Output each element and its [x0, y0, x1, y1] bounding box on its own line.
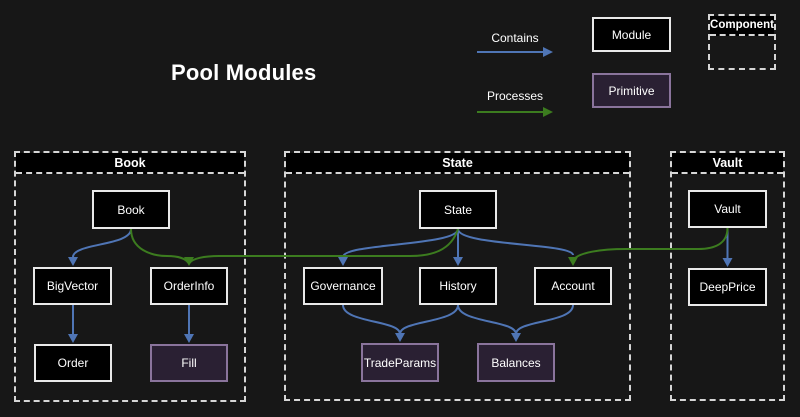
legend-processes-arrowhead-icon [543, 107, 553, 117]
node-governance: Governance [303, 267, 383, 305]
page-title: Pool Modules [171, 60, 317, 85]
node-order: Order [34, 344, 112, 382]
node-history: History [419, 267, 497, 305]
node-tradeparams: TradeParams [361, 343, 439, 382]
legend-contains-arrowhead-icon [543, 47, 553, 57]
node-orderinfo: OrderInfo [150, 267, 228, 305]
node-fill: Fill [150, 344, 228, 382]
container-state: State [284, 151, 631, 401]
node-bigvector: BigVector [33, 267, 112, 305]
legend-contains-label: Contains [491, 31, 539, 45]
node-book: Book [92, 190, 170, 229]
legend-primitive-box: Primitive [592, 73, 671, 108]
container-vault: Vault [670, 151, 785, 401]
node-deepprice: DeepPrice [688, 268, 767, 306]
container-book: Book [14, 151, 246, 402]
node-state: State [419, 190, 497, 229]
legend-processes-label: Processes [486, 89, 544, 103]
legend-component-label: Component [710, 16, 774, 36]
container-state-title: State [286, 153, 629, 174]
legend-module-box: Module [592, 17, 671, 52]
node-account: Account [534, 267, 612, 305]
node-balances: Balances [477, 343, 555, 382]
container-vault-title: Vault [672, 153, 783, 174]
legend-component-box: Component [708, 14, 776, 70]
container-book-title: Book [16, 153, 244, 174]
node-vault: Vault [688, 190, 767, 228]
